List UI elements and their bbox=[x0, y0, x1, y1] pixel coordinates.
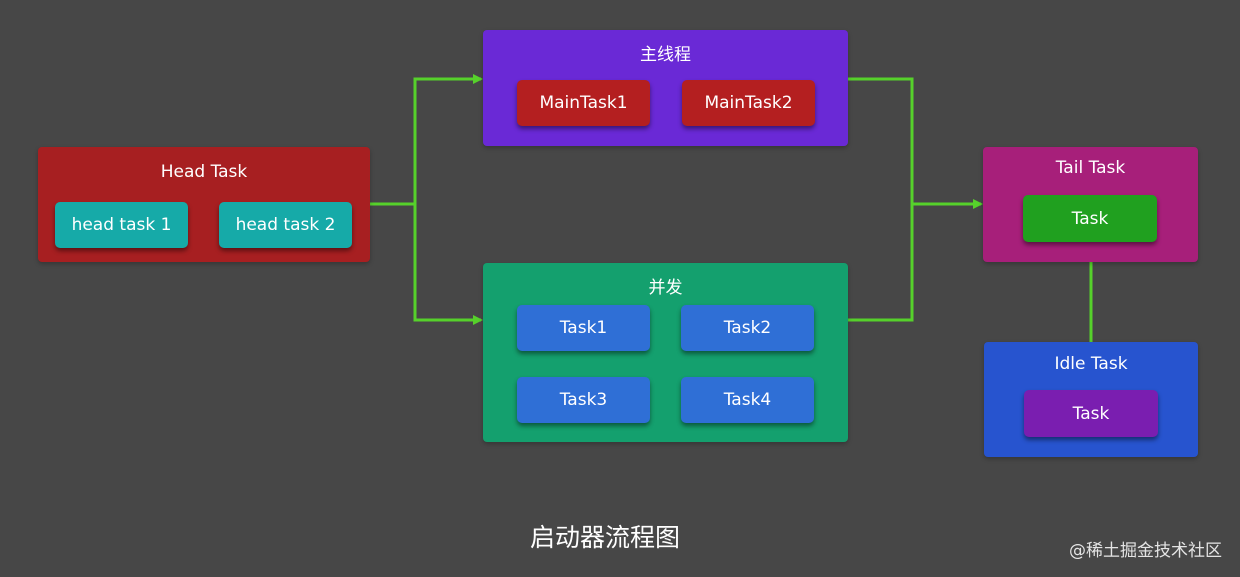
concurrent-task-4: Task4 bbox=[681, 377, 814, 423]
concurrent-task-3: Task3 bbox=[517, 377, 650, 423]
split-to-main-arrow bbox=[413, 74, 483, 204]
split-to-concurrent-arrow bbox=[413, 204, 483, 325]
concurrent-group: 并发 Task1 Task2 Task3 Task4 bbox=[483, 263, 848, 442]
main-task-1: MainTask1 bbox=[517, 80, 650, 126]
idle-task: Task bbox=[1024, 390, 1158, 437]
watermark: @稀土掘金技术社区 bbox=[1069, 541, 1222, 561]
concurrent-to-merge-line bbox=[848, 204, 914, 322]
concurrent-task-2: Task2 bbox=[681, 305, 814, 351]
head-task-group: Head Task head task 1 head task 2 bbox=[38, 147, 370, 262]
tail-task: Task bbox=[1023, 195, 1157, 242]
main-task-2: MainTask2 bbox=[682, 80, 815, 126]
tail-task-group-title: Tail Task bbox=[1055, 158, 1126, 178]
main-to-merge-line bbox=[848, 77, 914, 204]
main-thread-group-title: 主线程 bbox=[640, 45, 691, 65]
head-task-1: head task 1 bbox=[55, 202, 188, 248]
concurrent-group-title: 并发 bbox=[648, 278, 683, 298]
main-thread-group: 主线程 MainTask1 MainTask2 bbox=[483, 30, 848, 146]
tail-task-group: Tail Task Task bbox=[983, 147, 1198, 262]
idle-task-group: Idle Task Task bbox=[984, 342, 1198, 457]
head-task-2: head task 2 bbox=[219, 202, 352, 248]
head-task-group-title: Head Task bbox=[160, 162, 248, 182]
concurrent-task-1: Task1 bbox=[517, 305, 650, 351]
diagram-caption: 启动器流程图 bbox=[529, 523, 680, 552]
idle-task-group-title: Idle Task bbox=[1054, 354, 1128, 374]
